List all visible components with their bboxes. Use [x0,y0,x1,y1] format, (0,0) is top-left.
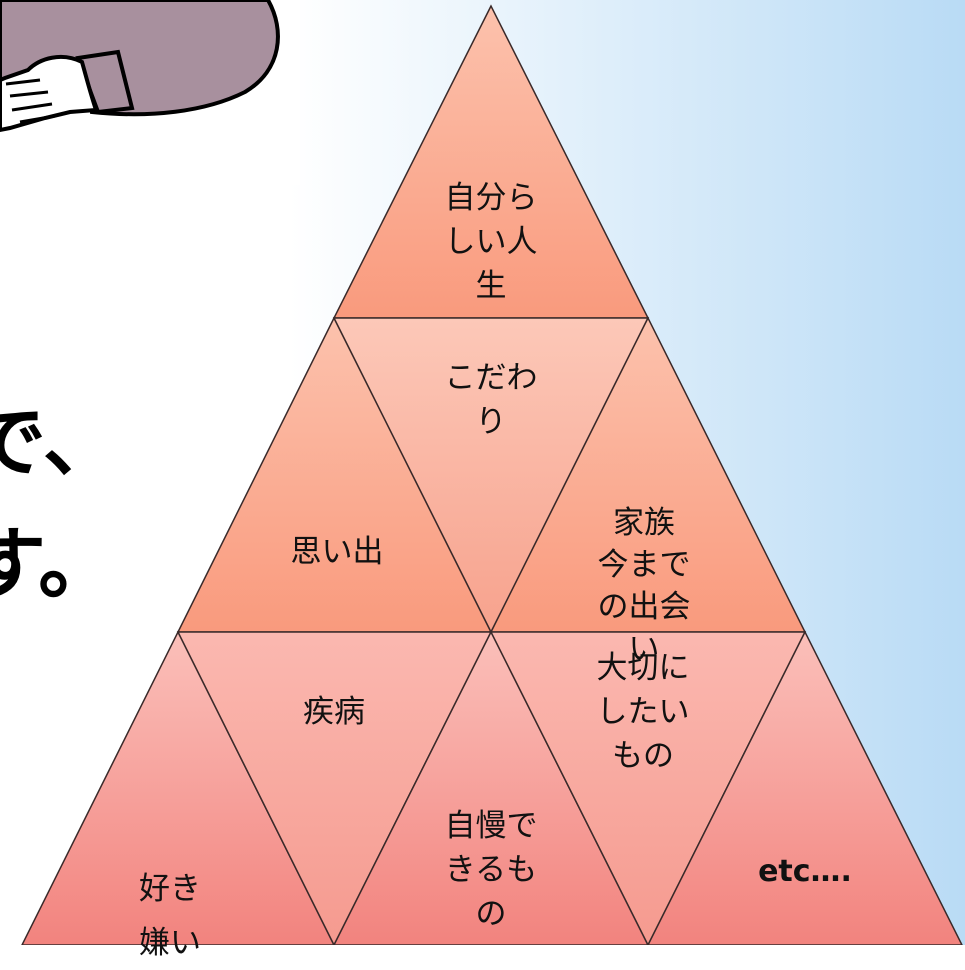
label-middle-center: こだわり [432,356,550,444]
slide-text-line-2: す。 [0,520,117,610]
label-text: 好き 嫌い [139,871,201,961]
label-text: 自慢できるもの [444,808,538,932]
pyramid-diagram [21,4,963,945]
finger-lines [5,78,56,124]
label-middle-right: 家族 今までの出会い [584,460,704,670]
label-text: etc…. [758,854,852,889]
label-text: 思い出 [290,534,384,570]
label-bottom-4: 大切にしたいもの [584,646,702,778]
person-illustration [0,0,280,133]
label-top: 自分らしい人生 [432,176,550,308]
label-text: 疾病 [303,694,365,730]
label-bottom-1: 好き 嫌い [120,808,220,970]
pyramid-cell-bottom-5 [647,630,963,945]
label-bottom-2: 疾病 [272,690,396,734]
slide-text-line-1: で、 [0,398,121,488]
label-text: こだわり [444,360,538,440]
label-text: 自分らしい人生 [444,180,538,304]
label-bottom-5: etc…. [730,850,880,894]
label-bottom-3: 自慢できるもの [432,804,550,936]
label-text: 大切にしたいもの [596,650,690,774]
label-text: 家族 今までの出会い [597,505,691,667]
label-middle-left: 思い出 [262,530,412,574]
